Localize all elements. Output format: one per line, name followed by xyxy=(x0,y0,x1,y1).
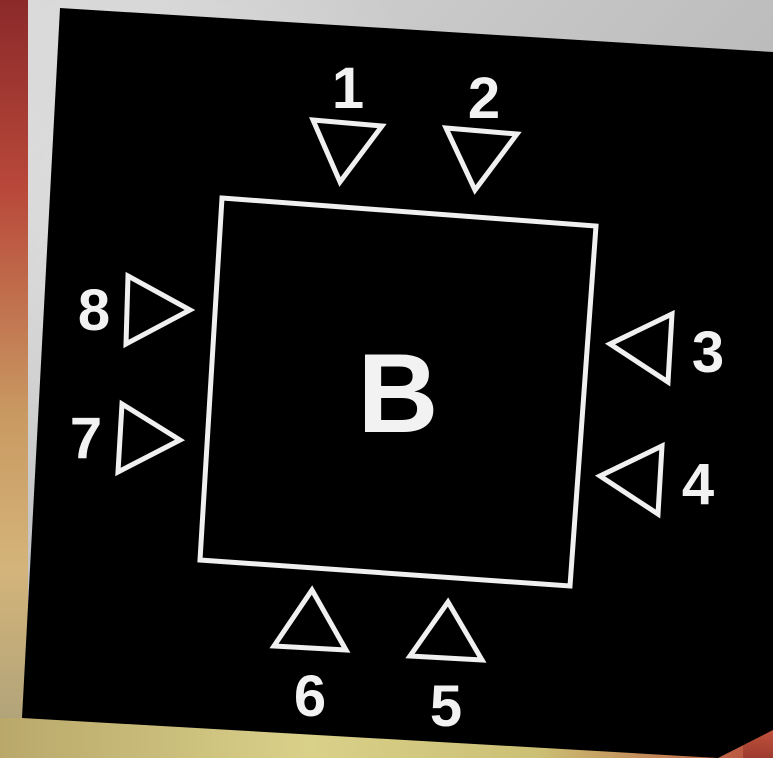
marker-8-label: 8 xyxy=(78,278,110,343)
marker-1-label: 1 xyxy=(332,56,364,121)
marker-7-label: 7 xyxy=(70,406,102,471)
center-label: B xyxy=(358,331,439,456)
marker-5-label: 5 xyxy=(430,674,462,739)
marker-4-label: 4 xyxy=(682,452,714,517)
marker-6-label: 6 xyxy=(294,664,326,729)
marker-3-label: 3 xyxy=(692,320,724,385)
marker-2-label: 2 xyxy=(468,66,500,131)
